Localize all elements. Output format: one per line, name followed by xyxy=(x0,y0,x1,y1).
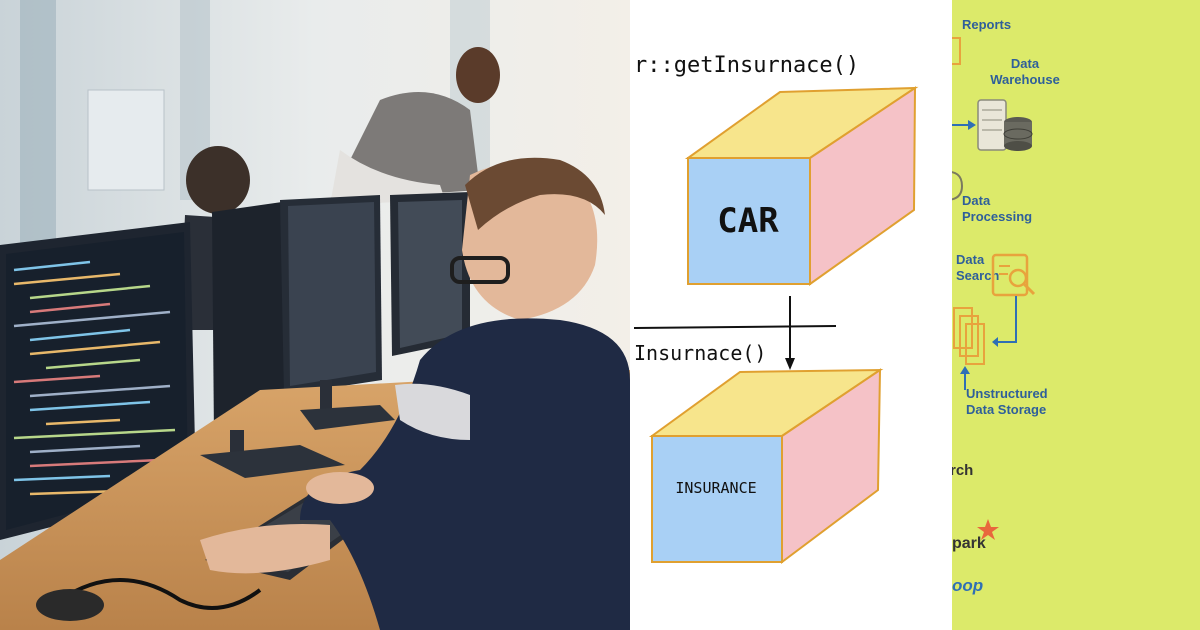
method-call-top-label: r::getInsurnace() xyxy=(634,53,859,78)
search-heading-fragment: rch xyxy=(952,462,974,479)
office-photo xyxy=(0,0,630,630)
search-document-icon xyxy=(991,253,1036,297)
reports-icon xyxy=(952,37,961,65)
diagram-canvas: r::getInsurnace() CAR Insurnace() INSURA… xyxy=(633,53,919,564)
data-processing-label: Data Processing xyxy=(962,193,1033,224)
car-box-side-face xyxy=(809,86,917,286)
arrow-right-icon xyxy=(952,120,976,130)
insurance-box: INSURANCE xyxy=(648,368,884,564)
unstructured-data-storage-label: Unstructured Data Storage xyxy=(966,386,1048,417)
insurance-box-side-face xyxy=(781,368,882,564)
database-server-icon xyxy=(977,99,1033,151)
processing-cycle-icon xyxy=(952,171,964,201)
hadoop-logo-fragment: oop xyxy=(952,576,984,595)
data-architecture-infographic: Reports Data Warehouse Data Processing D… xyxy=(952,0,1200,630)
insurance-box-label: INSURANCE xyxy=(675,479,756,497)
data-warehouse-label: Data Warehouse xyxy=(990,56,1060,87)
data-search-label: Data Search xyxy=(956,252,1000,283)
separator-line xyxy=(633,325,837,329)
code-monitor xyxy=(0,222,196,540)
method-call-bottom-label: Insurnace() xyxy=(634,341,766,365)
flow-arrow-icon xyxy=(992,296,1017,347)
spark-logo-fragment: park xyxy=(952,535,986,552)
class-diagram: r::getInsurnace() CAR Insurnace() INSURA… xyxy=(630,0,952,630)
reports-label: Reports xyxy=(962,17,1012,32)
connector-arrow-head xyxy=(785,358,795,370)
car-box-label: CAR xyxy=(717,201,779,241)
insurance-box-front-face xyxy=(651,435,783,563)
storage-stack-icon xyxy=(953,307,985,365)
car-box: CAR xyxy=(684,86,919,286)
spark-star-icon xyxy=(977,519,999,540)
office-photo-illustration xyxy=(0,0,630,630)
storage-arrow-up-icon xyxy=(960,366,970,390)
